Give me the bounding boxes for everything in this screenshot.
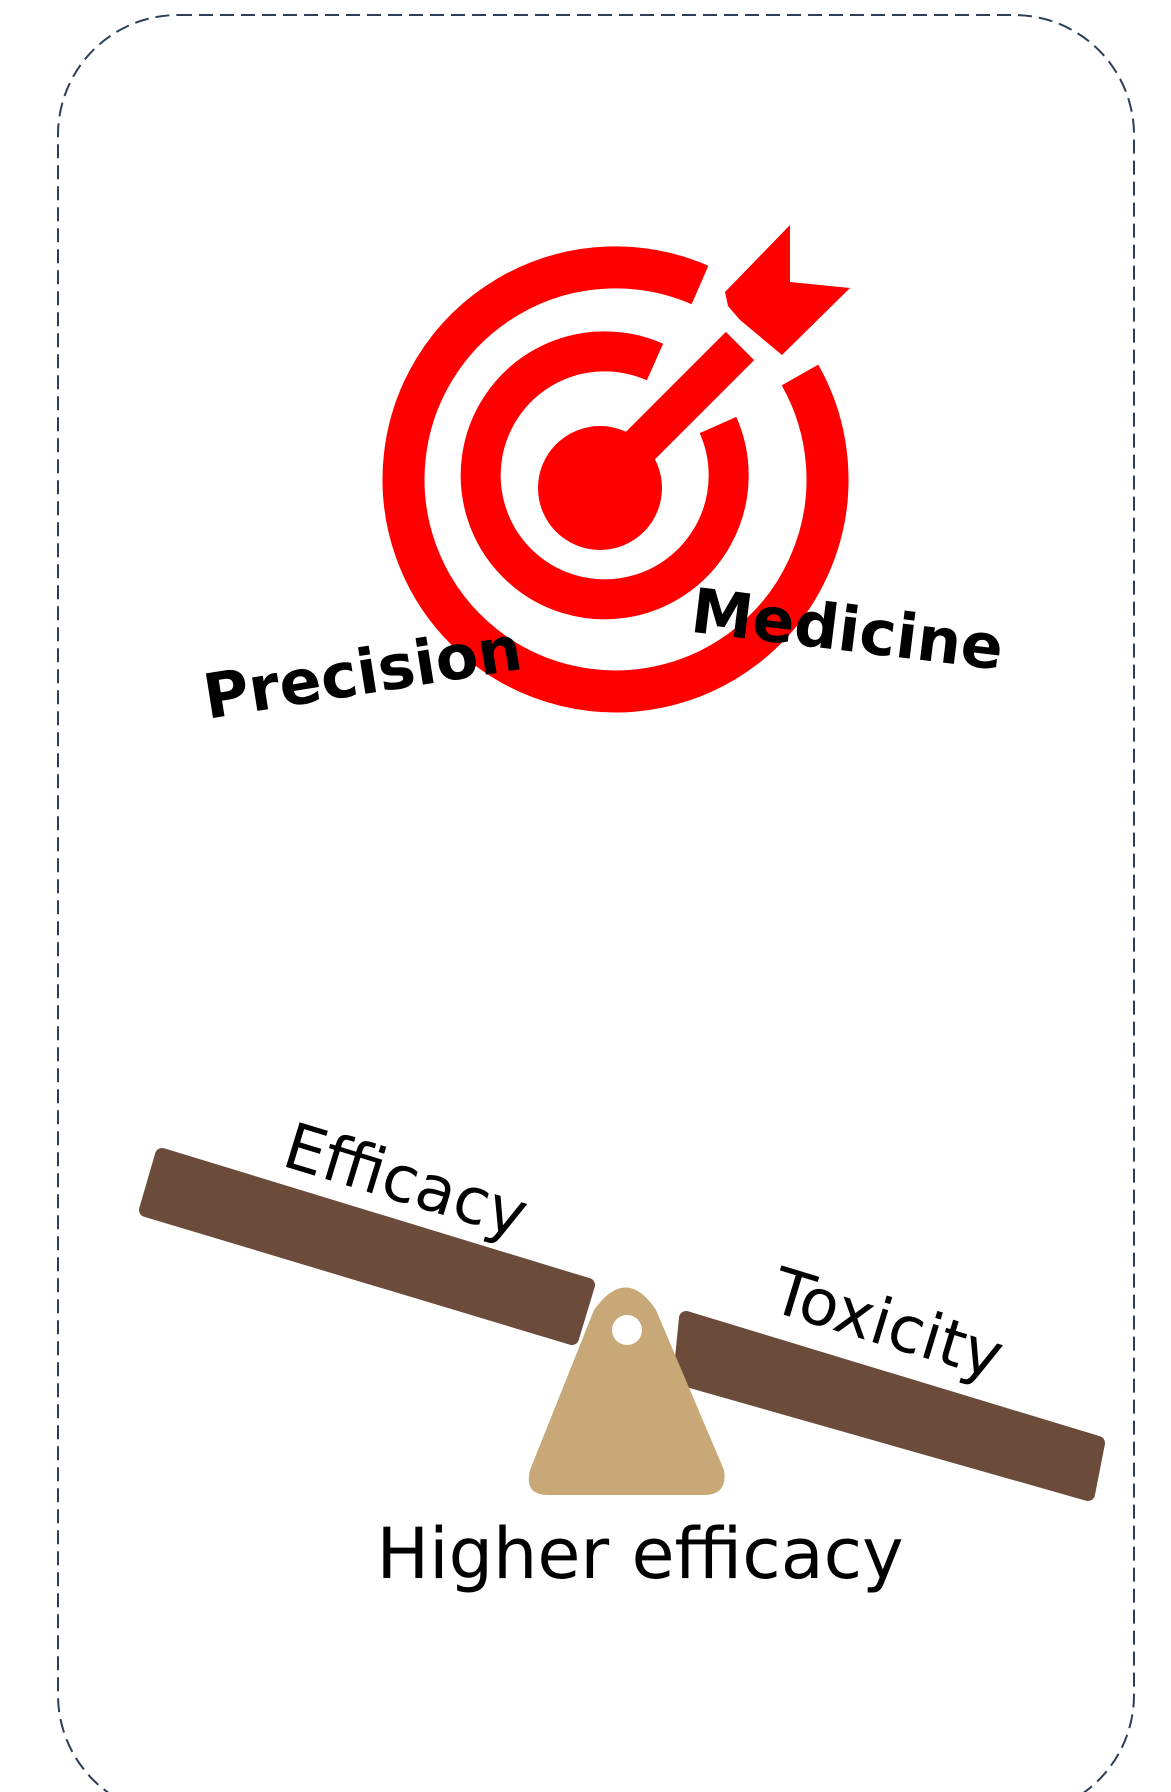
- seesaw-pivot-hole: [612, 1315, 642, 1345]
- target-outer-ring: [382, 246, 849, 713]
- target-with-arrow-icon: [382, 225, 850, 713]
- seesaw-left-beam: [139, 1148, 595, 1345]
- arrow-fletching: [725, 225, 850, 355]
- target-middle-ring: [460, 331, 749, 620]
- higher-efficacy-caption: Higher efficacy: [376, 1513, 903, 1595]
- arrow-shaft: [591, 331, 755, 495]
- seesaw-right-beam: [673, 1311, 1105, 1501]
- seesaw-fulcrum: [528, 1287, 725, 1495]
- precision-label: Precision: [198, 611, 526, 733]
- seesaw-scale-icon: [139, 1148, 1105, 1501]
